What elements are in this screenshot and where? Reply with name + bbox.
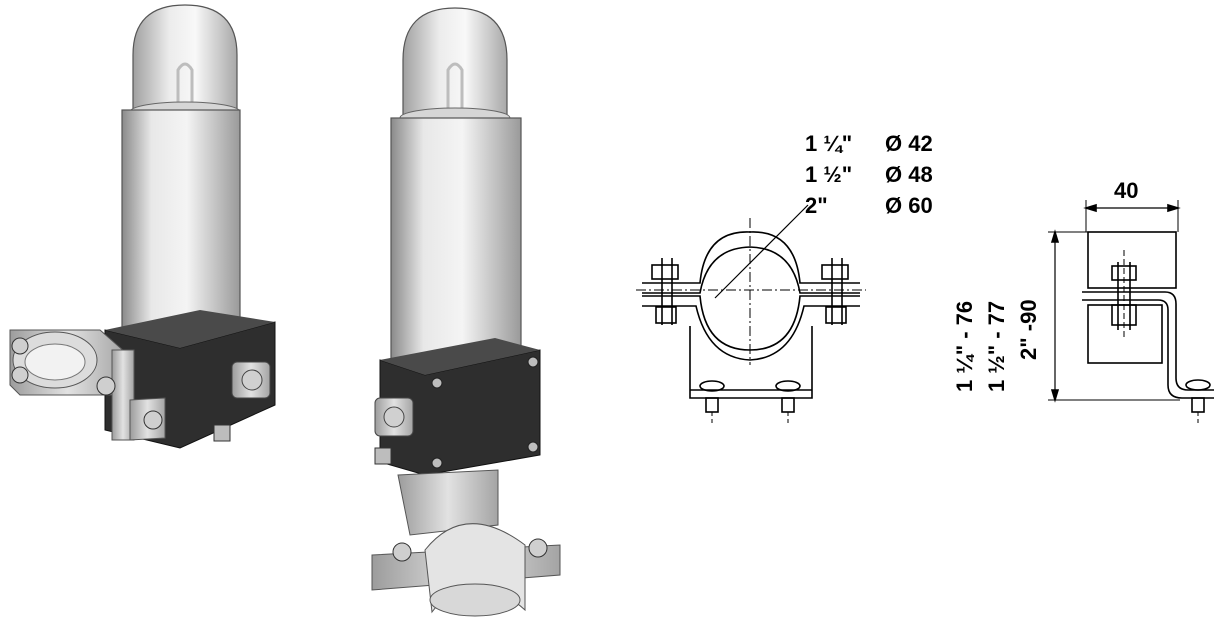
height-label-1: 1 ¼" - 76 xyxy=(952,301,977,392)
housing-cylinder xyxy=(390,117,522,364)
beacon-horizontal-mount xyxy=(9,4,276,449)
pipe-size-2: 1 ½" xyxy=(805,162,852,187)
beacon-vertical-mount xyxy=(371,7,561,617)
pipe-size-3: 2" xyxy=(805,193,828,218)
clamp-side-view xyxy=(1048,200,1214,424)
pipe-diameter-3: Ø 60 xyxy=(885,193,933,218)
height-dimension-labels: 1 ¼" - 76 1 ½" - 77 2" -90 xyxy=(952,299,1041,392)
globe-icon xyxy=(402,7,508,116)
pipe-size-1: 1 ¼" xyxy=(805,131,852,156)
pipe-diameter-2: Ø 48 xyxy=(885,162,933,187)
height-label-3: 2" -90 xyxy=(1016,299,1041,360)
housing-cylinder xyxy=(121,109,241,336)
clamp-front-view xyxy=(636,204,866,424)
pipe-size-table: 1 ¼" Ø 42 1 ½" Ø 48 2" Ø 60 xyxy=(805,131,933,218)
pipe-diameter-1: Ø 42 xyxy=(885,131,933,156)
height-label-2: 1 ½" - 77 xyxy=(984,301,1009,392)
width-dimension-label: 40 xyxy=(1114,178,1138,203)
globe-icon xyxy=(132,4,238,111)
